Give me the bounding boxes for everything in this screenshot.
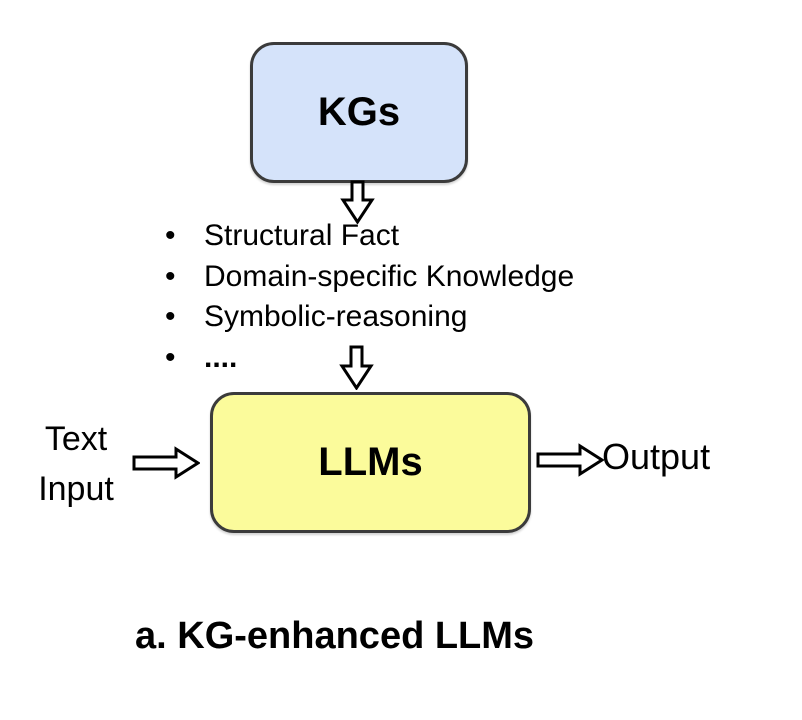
output-label: Output bbox=[602, 436, 711, 477]
knowledge-list-item: • Domain-specific Knowledge bbox=[162, 257, 574, 298]
text-input-right-arrow-icon bbox=[132, 445, 200, 481]
bullet-icon: • bbox=[165, 300, 176, 334]
llms-box-label: LLMs bbox=[318, 440, 423, 484]
knowledge-item-label: Structural Fact bbox=[204, 219, 400, 253]
kgs-box-label: KGs bbox=[317, 90, 401, 134]
knowledge-item-label: .... bbox=[204, 340, 238, 374]
knowledge-list-item: • .... bbox=[162, 338, 574, 379]
text-input-line-1: Text bbox=[44, 420, 108, 458]
down-arrow-icon bbox=[339, 345, 374, 390]
right-arrow-icon bbox=[132, 446, 200, 480]
bullet-icon: • bbox=[165, 340, 176, 374]
text-input-line-2: Input bbox=[38, 470, 114, 508]
knowledge-list-item: • Structural Fact bbox=[162, 216, 574, 257]
bullet-icon: • bbox=[165, 259, 176, 293]
knowledge-list: • Structural Fact • Domain-specific Know… bbox=[162, 216, 574, 378]
knowledge-item-label: Symbolic-reasoning bbox=[204, 300, 468, 334]
llms-box: LLMs bbox=[210, 392, 531, 533]
figure-caption: a. KG-enhanced LLMs bbox=[135, 615, 535, 657]
output-right-arrow-icon bbox=[536, 442, 604, 478]
kgs-box: KGs bbox=[250, 42, 468, 183]
knowledge-list-item: • Symbolic-reasoning bbox=[162, 297, 574, 338]
bullet-icon: • bbox=[165, 219, 176, 253]
down-arrow-icon bbox=[340, 180, 375, 224]
right-arrow-icon bbox=[536, 443, 604, 477]
kgs-to-list-down-arrow-icon bbox=[340, 180, 375, 224]
knowledge-item-label: Domain-specific Knowledge bbox=[204, 259, 575, 293]
text-input-label: Text Input bbox=[16, 414, 136, 514]
list-to-llms-down-arrow-icon bbox=[339, 345, 374, 390]
